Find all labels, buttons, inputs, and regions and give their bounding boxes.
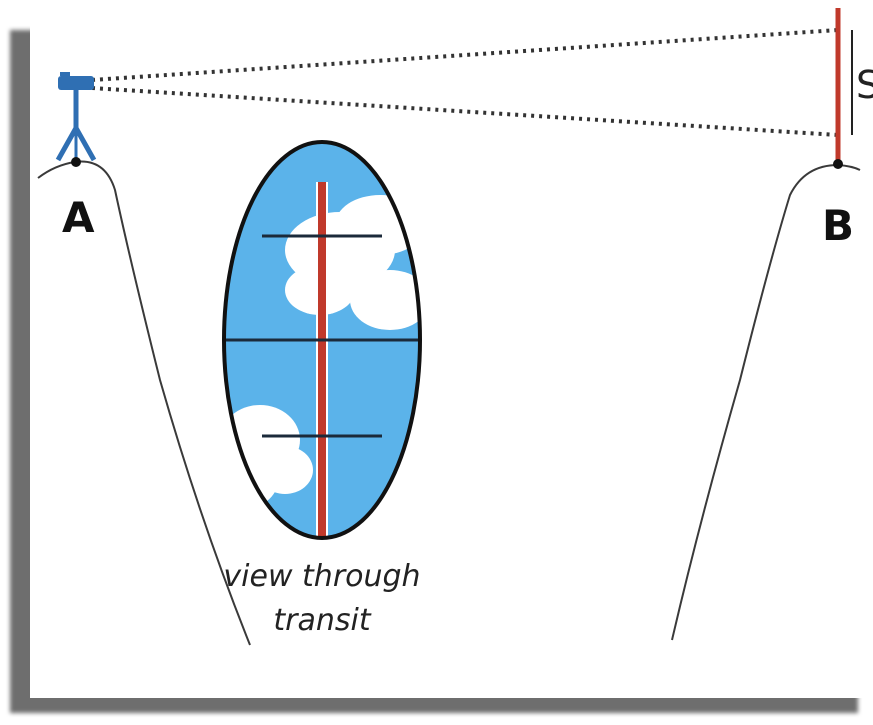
caption-line-1: view through — [223, 559, 420, 594]
lower-sight-line — [92, 88, 838, 135]
point-b-label: B — [822, 201, 854, 250]
point-a-label: A — [62, 193, 95, 242]
upper-sight-line — [92, 30, 838, 80]
distance-s-label: S — [856, 63, 873, 107]
transit-tripod-icon — [58, 72, 94, 160]
point-a-marker — [71, 157, 81, 167]
caption-line-2: transit — [273, 603, 371, 638]
transit-view-lens — [202, 140, 430, 542]
point-b-marker — [833, 159, 843, 169]
